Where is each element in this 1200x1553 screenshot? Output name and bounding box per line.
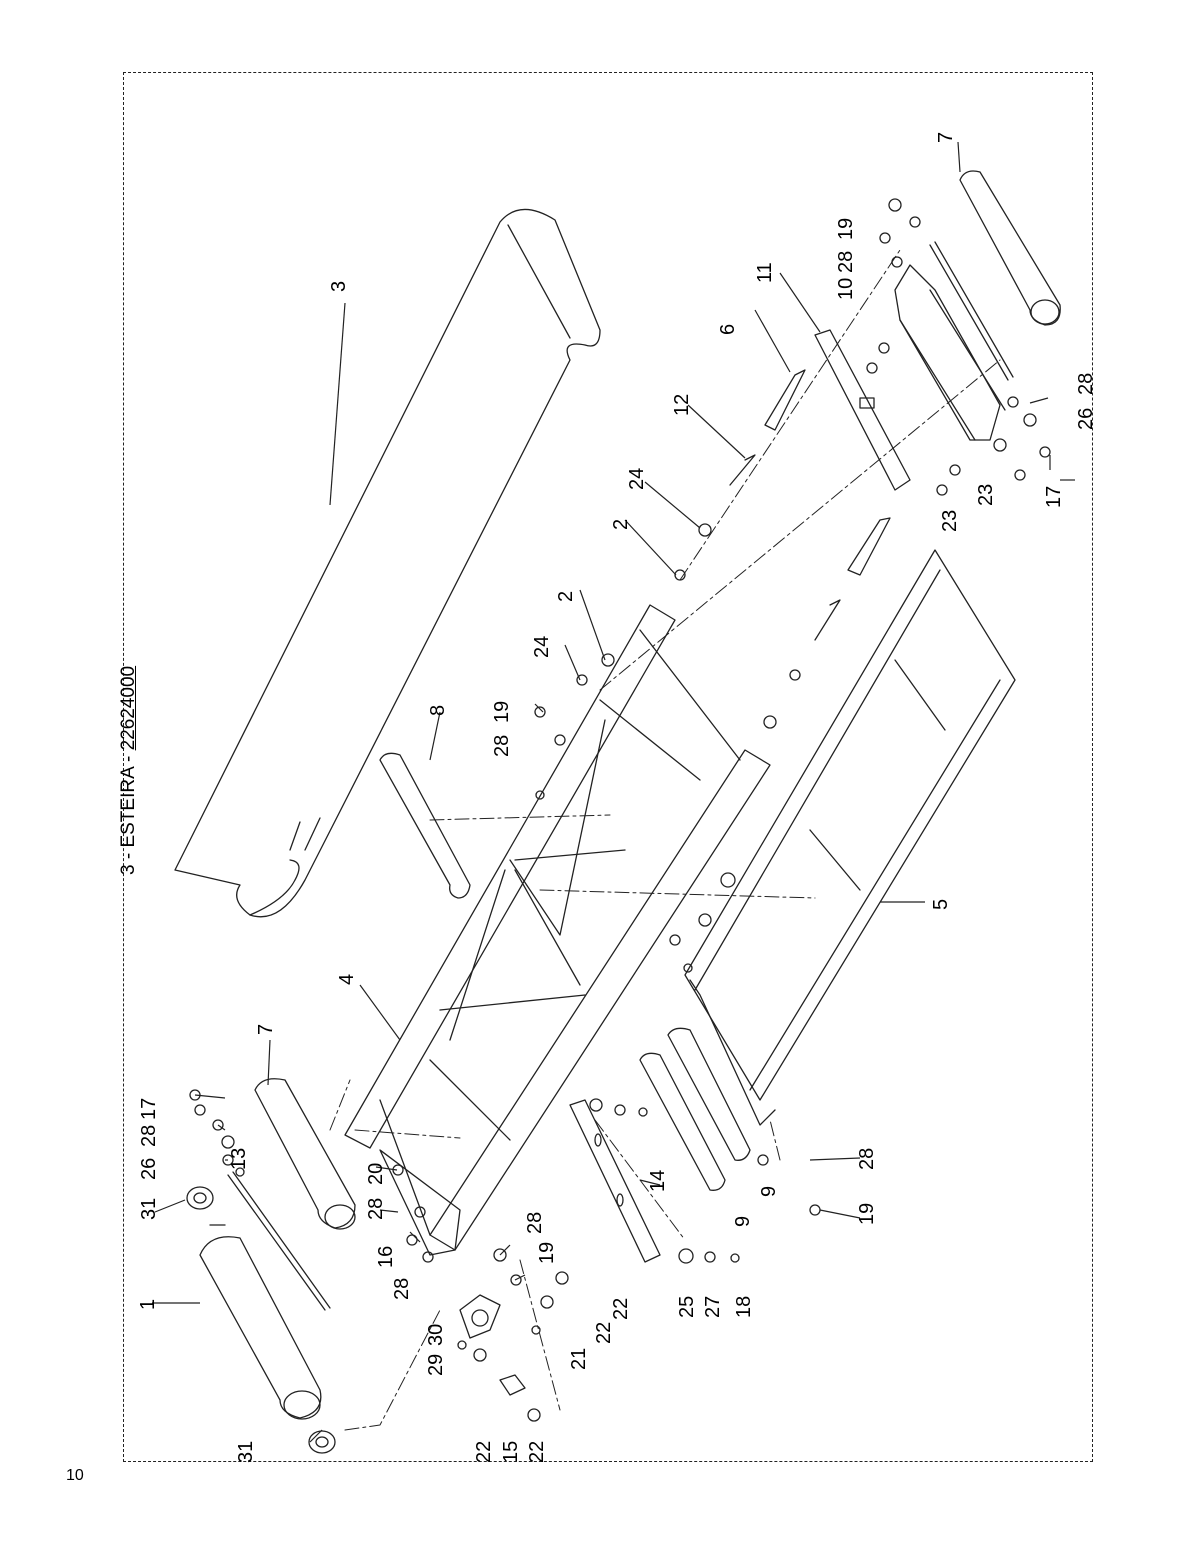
callout-31-lower: 31	[235, 1441, 257, 1463]
belt-3	[174, 208, 601, 918]
callout-7-upper: 7	[935, 132, 957, 143]
callout-23-b: 23	[975, 484, 997, 506]
callout-29: 29	[425, 1354, 447, 1376]
bearing-31	[186, 1186, 336, 1454]
callout-26-right: 26	[1075, 408, 1097, 430]
callout-19-right: 19	[856, 1203, 878, 1225]
callout-22-right-a: 22	[593, 1322, 615, 1344]
callout-11: 11	[754, 262, 776, 283]
plate-15	[499, 1374, 526, 1396]
callout-14: 14	[647, 1170, 669, 1192]
callout-16: 16	[375, 1246, 397, 1268]
callout-28-lower-left: 28	[391, 1278, 413, 1300]
callout-19-upper-right: 19	[835, 218, 857, 240]
leader-lines	[152, 141, 1075, 1443]
rail-11	[814, 329, 911, 491]
callout-21: 21	[568, 1348, 590, 1370]
callout-19-top: 19	[491, 701, 513, 723]
roller-8	[379, 752, 471, 899]
tensioner-6	[729, 369, 891, 641]
callout-5: 5	[930, 899, 952, 910]
rod-13	[227, 241, 1014, 1311]
callout-6: 6	[717, 324, 739, 335]
dashed-border-frame	[123, 72, 1093, 1462]
callout-9-right: 9	[758, 1186, 780, 1197]
roller-1	[199, 1224, 322, 1420]
callout-2-left: 2	[555, 591, 577, 602]
callout-23-a: 23	[939, 510, 961, 532]
roller-9	[639, 1027, 751, 1191]
callout-12: 12	[671, 394, 693, 416]
callout-28-upper-right: 28	[835, 251, 857, 273]
callout-24-left: 24	[531, 636, 553, 658]
callout-3: 3	[328, 281, 350, 292]
callout-labels: 3 4 5 7 7 8 1 31 31 26 28 17 13 20 28 16…	[137, 132, 1097, 1463]
callout-19-center: 19	[536, 1242, 558, 1264]
callout-31-upper: 31	[138, 1198, 160, 1220]
callout-18: 18	[733, 1296, 755, 1318]
callout-20: 20	[365, 1163, 387, 1185]
callout-10: 10	[835, 278, 857, 300]
callout-7-lower: 7	[255, 1024, 277, 1035]
callout-17-right: 17	[1043, 486, 1065, 508]
hardware-fasteners	[189, 198, 1051, 1422]
page-number: 10	[66, 1467, 84, 1484]
callout-25: 25	[676, 1296, 698, 1318]
callout-28-mid-left: 28	[365, 1198, 387, 1220]
callout-17-left: 17	[138, 1098, 160, 1120]
callout-4: 4	[336, 974, 358, 985]
frame-5	[684, 549, 1016, 1126]
callout-22-right-b: 22	[610, 1298, 632, 1320]
callout-13: 13	[228, 1148, 250, 1170]
callout-2-right: 2	[610, 519, 632, 530]
callout-28-right: 28	[856, 1148, 878, 1170]
callout-28-far-right: 28	[1075, 373, 1097, 395]
callout-22-bottom-b: 22	[526, 1441, 548, 1463]
callout-28-top: 28	[491, 735, 513, 757]
callout-30: 30	[425, 1324, 447, 1346]
callout-15: 15	[500, 1441, 522, 1463]
roller-7-lower	[254, 1078, 356, 1230]
frame-4	[344, 604, 771, 1256]
callout-27: 27	[702, 1296, 724, 1318]
callout-1: 1	[137, 1299, 159, 1310]
centerlines	[329, 249, 1001, 1431]
callout-28-left-top: 28	[138, 1125, 160, 1147]
callout-9-left: 9	[732, 1216, 754, 1227]
callout-24-right: 24	[626, 468, 648, 490]
bracket-10	[894, 264, 1006, 441]
roller-7-upper	[959, 170, 1061, 326]
callout-26-left: 26	[138, 1158, 160, 1180]
pillow-block-30	[459, 1294, 501, 1339]
plate-14	[569, 1099, 661, 1263]
callout-22-bottom-a: 22	[473, 1441, 495, 1463]
callout-28-center: 28	[524, 1212, 546, 1234]
callout-8: 8	[427, 705, 449, 716]
